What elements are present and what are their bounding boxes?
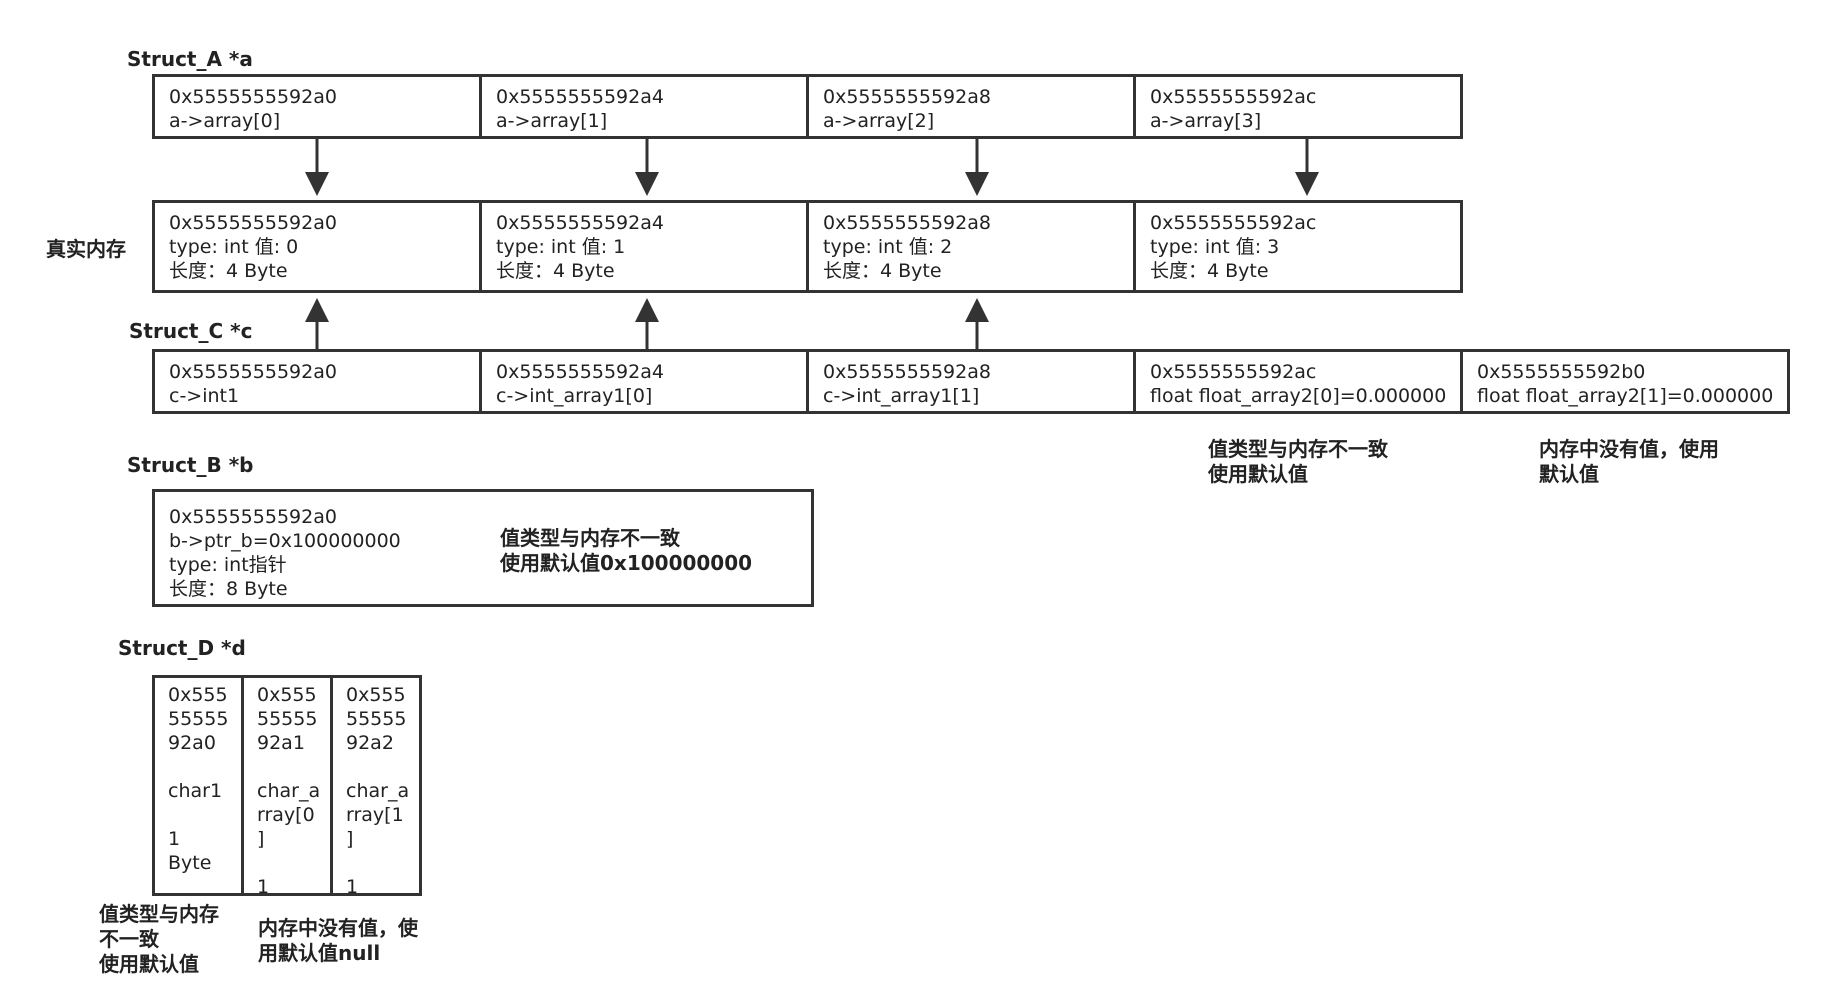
cell-field-name: float float_array2[0]=0.000000 (1150, 385, 1447, 407)
cell-field-name: a->array[3] (1150, 110, 1262, 132)
cell-field-name: a->array[2] (823, 110, 935, 132)
cell-size: 长度：4 Byte (169, 260, 288, 282)
cell-size: 长度：4 Byte (823, 260, 942, 282)
cell-address: 0x5555555592ac (1150, 86, 1317, 108)
struct-d-mismatch-note: 值类型与内存不一致使用默认值 (99, 902, 219, 976)
struct-c-label: Struct_C *c (129, 319, 253, 343)
cell-field-name: char_a (257, 780, 321, 802)
cell-address: 0x5555555592b0 (1477, 361, 1646, 383)
cell-size: 长度：4 Byte (496, 260, 615, 282)
struct-b-label: Struct_B *b (127, 453, 254, 477)
cell-field-name: a->array[0] (169, 110, 281, 132)
cell-address: 0x5555555592ac (1150, 212, 1317, 234)
cell-size: 长度：8 Byte (169, 578, 288, 600)
cell-type-value: type: int 值: 3 (1150, 236, 1280, 258)
cell-size: 长度：4 Byte (1150, 260, 1269, 282)
cell-address: 0x5555555592a4 (496, 212, 664, 234)
struct-d-empty-note: 内存中没有值，使用默认值null (258, 916, 418, 965)
cell-address: 0x5555555592a0 (169, 212, 337, 234)
cell-address: 0x5555555592a4 (496, 361, 664, 383)
cell-address: 0x5555555592a8 (823, 212, 991, 234)
cell-field-name: c->int_array1[0] (496, 385, 653, 407)
cell-field-name: c->int1 (169, 385, 240, 407)
cell-type-value: type: int 值: 1 (496, 236, 626, 258)
cell-field-name: char1 (168, 780, 223, 802)
cell-field-name: c->int_array1[1] (823, 385, 980, 407)
struct-d-label: Struct_D *d (118, 636, 246, 660)
cell-type: type: int指针 (169, 554, 287, 576)
cell-type-value: type: int 值: 2 (823, 236, 953, 258)
cell-type-value: type: int 值: 0 (169, 236, 299, 258)
cell-address: 0x5555555592a8 (823, 86, 991, 108)
cell-field-name: a->array[1] (496, 110, 608, 132)
struct-b-note: 值类型与内存不一致使用默认值0x100000000 (500, 526, 753, 575)
cell-field-name: b->ptr_b=0x100000000 (169, 530, 401, 552)
cell-field-name: float float_array2[1]=0.000000 (1477, 385, 1774, 407)
cell-size: 1 Byte (168, 828, 212, 874)
struct-c-mismatch-note: 值类型与内存不一致使用默认值 (1208, 437, 1388, 486)
cell-address: 0x5555555592ac (1150, 361, 1317, 383)
cell-field-name: char_a (346, 780, 410, 802)
struct-a-label: Struct_A *a (127, 47, 253, 71)
cell-size: 1 Byte (257, 876, 270, 896)
struct-c-empty-note: 内存中没有值，使用默认值 (1539, 437, 1719, 486)
cell-address: 0x5555555592a0 (169, 361, 337, 383)
struct-b-lines: 0x5555555592a0 b->ptr_b=0x100000000 type… (169, 505, 401, 601)
cell-size: 1 Byte (346, 876, 359, 896)
struct-b-box: 0x5555555592a0 b->ptr_b=0x100000000 type… (152, 489, 814, 607)
cell-address: 0x5555555592a0 (169, 86, 337, 108)
cell-address: 0x5555555592a4 (496, 86, 664, 108)
cell-address: 0x5555555592a8 (823, 361, 991, 383)
real-memory-label: 真实内存 (46, 237, 126, 261)
cell-address: 0x5555555592a0 (169, 506, 337, 528)
